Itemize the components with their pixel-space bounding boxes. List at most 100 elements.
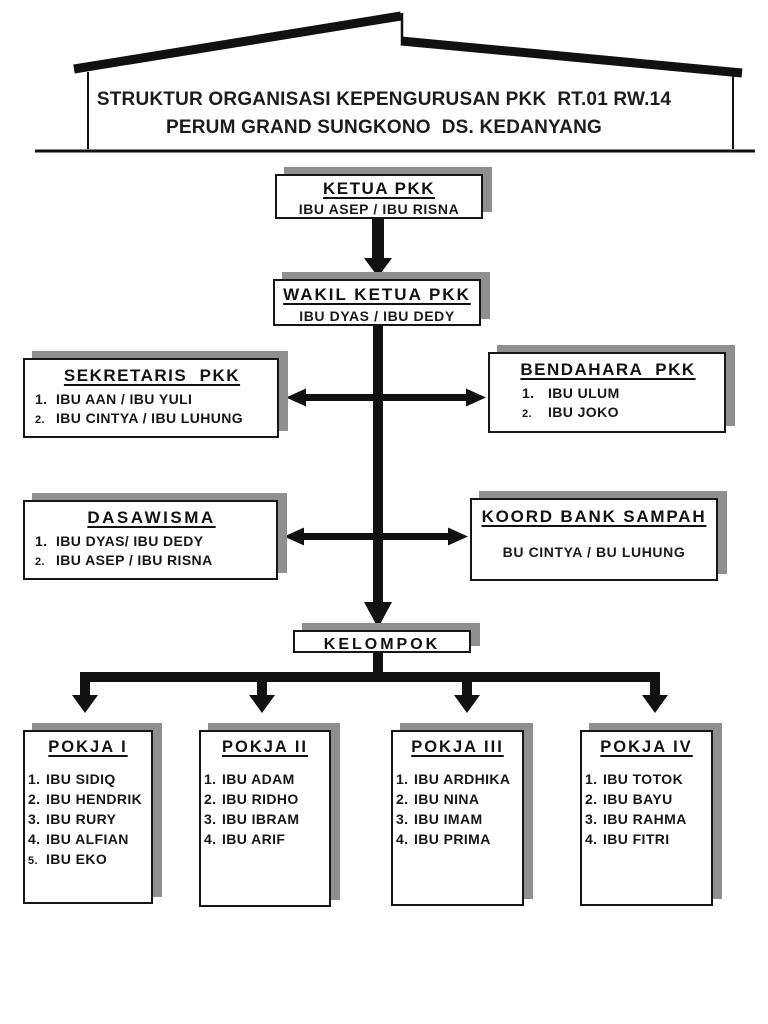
box-pokja-3: POKJA III 1. IBU ARDHIKA 2. IBU NINA 3. …: [391, 730, 524, 906]
box-dasawisma: DASAWISMA 1. IBU DYAS/ IBU DEDY 2. IBU A…: [23, 500, 278, 580]
list-item: 1. IBU ARDHIKA: [396, 769, 520, 789]
kelompok-stub: [373, 652, 383, 678]
item-text: IBU HENDRIK: [46, 791, 143, 807]
item-number: 1.: [204, 771, 217, 787]
distribution-bar: [80, 672, 660, 682]
item-text: IBU IBRAM: [222, 811, 300, 827]
item-number: 4.: [585, 831, 598, 847]
item-text: IBU PRIMA: [414, 831, 491, 847]
box-kelompok: KELOMPOK: [293, 630, 471, 653]
list-item: 3. IBU IMAM: [396, 809, 520, 829]
item-text: IBU SIDIQ: [46, 771, 116, 787]
item-number: 1.: [28, 771, 41, 787]
box-wakil-ketua-pkk: WAKIL KETUA PKK IBU DYAS / IBU DEDY: [273, 279, 481, 326]
item-text: IBU NINA: [414, 791, 480, 807]
arm-pokja2: [257, 680, 267, 696]
list-item: 2. IBU BAYU: [585, 789, 709, 809]
list-item: 1. IBU AAN / IBU YULI: [35, 390, 269, 409]
item-text: IBU EKO: [46, 851, 108, 867]
item-text: IBU DYAS/ IBU DEDY: [56, 533, 204, 549]
arrow-sekretaris-bendahara: [286, 388, 486, 407]
member-list: 1. IBU ARDHIKA 2. IBU NINA 3. IBU IMAM 4…: [395, 769, 520, 849]
member-list: 1. IBU AAN / IBU YULI 2. IBU CINTYA / IB…: [35, 390, 269, 430]
box-title: KETUA PKK: [322, 179, 436, 198]
item-number: 2.: [35, 414, 45, 426]
list-item: 5. IBU EKO: [28, 849, 149, 871]
item-number: 2.: [522, 408, 532, 420]
box-subtitle: BU CINTYA / BU LUHUNG: [502, 544, 686, 560]
box-pokja-2: POKJA II 1. IBU ADAM 2. IBU RIDHO 3. IBU…: [199, 730, 331, 907]
page-title: STRUKTUR ORGANISASI KEPENGURUSAN PKK RT.…: [90, 86, 678, 142]
list-item: 1. IBU DYAS/ IBU DEDY: [35, 532, 268, 551]
item-number: 2.: [585, 791, 598, 807]
box-bendahara-pkk: BENDAHARA PKK 1. IBU ULUM 2. IBU JOKO: [488, 352, 726, 433]
box-title: POKJA I: [48, 738, 128, 756]
box-title: SEKRETARIS PKK: [63, 366, 241, 385]
box-title: DASAWISMA: [87, 508, 216, 527]
box-title: KELOMPOK: [323, 636, 441, 653]
item-number: 1.: [35, 391, 48, 407]
item-number: 2.: [28, 791, 41, 807]
member-list: 1. IBU SIDIQ 2. IBU HENDRIK 3. IBU RURY …: [27, 769, 149, 871]
arm-pokja1: [80, 680, 90, 696]
member-list: 1. IBU ADAM 2. IBU RIDHO 3. IBU IBRAM 4.…: [203, 769, 327, 849]
item-text: IBU IMAM: [414, 811, 483, 827]
item-text: IBU TOTOK: [603, 771, 684, 787]
list-item: 1. IBU TOTOK: [585, 769, 709, 789]
item-text: IBU ULUM: [548, 385, 620, 401]
item-number: 1.: [396, 771, 409, 787]
box-title: POKJA IV: [600, 738, 693, 756]
roof-left-slope: [73, 11, 402, 74]
box-title: POKJA III: [411, 738, 504, 756]
title-line-2: PERUM GRAND SUNGKONO DS. KEDANYANG: [166, 117, 602, 138]
box-ketua-pkk: KETUA PKK IBU ASEP / IBU RISNA: [275, 174, 483, 219]
box-sekretaris-pkk: SEKRETARIS PKK 1. IBU AAN / IBU YULI 2. …: [23, 358, 279, 438]
item-number: 3.: [204, 811, 217, 827]
box-pokja-1: POKJA I 1. IBU SIDIQ 2. IBU HENDRIK 3. I…: [23, 730, 153, 904]
list-item: 2. IBU RIDHO: [204, 789, 327, 809]
item-text: IBU FITRI: [603, 831, 670, 847]
box-subtitle: IBU DYAS / IBU DEDY: [299, 308, 455, 324]
list-item: 2. IBU NINA: [396, 789, 520, 809]
box-title: KOORD BANK SAMPAH: [481, 507, 707, 526]
kelompok-distribution-tree: [72, 652, 668, 713]
item-number: 4.: [28, 831, 41, 847]
list-item: 2. IBU ASEP / IBU RISNA: [35, 551, 268, 572]
item-text: IBU ALFIAN: [46, 831, 129, 847]
arm-pokja3: [462, 680, 472, 696]
list-item: 1. IBU ADAM: [204, 769, 327, 789]
item-number: 5.: [28, 855, 38, 867]
item-number: 4.: [204, 831, 217, 847]
list-item: 4. IBU ARIF: [204, 829, 327, 849]
item-number: 3.: [396, 811, 409, 827]
arm-pokja4: [650, 680, 660, 696]
arrowhead-pokja1: [72, 695, 98, 713]
trunk-line-to-kelompok: [364, 324, 392, 628]
list-item: 3. IBU RURY: [28, 809, 149, 829]
item-number: 4.: [396, 831, 409, 847]
arrowhead-pokja3: [454, 695, 480, 713]
list-item: 3. IBU IBRAM: [204, 809, 327, 829]
box-title: WAKIL KETUA PKK: [283, 285, 471, 304]
item-text: IBU ARIF: [222, 831, 286, 847]
item-number: 3.: [28, 811, 41, 827]
item-number: 2.: [35, 556, 45, 568]
list-item: 1. IBU ULUM: [522, 384, 716, 403]
item-text: IBU RURY: [46, 811, 117, 827]
item-number: 2.: [396, 791, 409, 807]
arrowhead-pokja4: [642, 695, 668, 713]
item-number: 1.: [35, 533, 48, 549]
roof-right-slope: [400, 36, 743, 78]
item-number: 1.: [585, 771, 598, 787]
list-item: 4. IBU PRIMA: [396, 829, 520, 849]
item-text: IBU ARDHIKA: [414, 771, 511, 787]
box-pokja-4: POKJA IV 1. IBU TOTOK 2. IBU BAYU 3. IBU…: [580, 730, 713, 906]
item-text: IBU BAYU: [603, 791, 673, 807]
list-item: 1. IBU SIDIQ: [28, 769, 149, 789]
list-item: 4. IBU FITRI: [585, 829, 709, 849]
item-text: IBU JOKO: [548, 404, 619, 420]
arrow-dasawisma-koord: [284, 527, 468, 546]
item-text: IBU ADAM: [222, 771, 295, 787]
member-list: 1. IBU ULUM 2. IBU JOKO: [500, 384, 716, 424]
